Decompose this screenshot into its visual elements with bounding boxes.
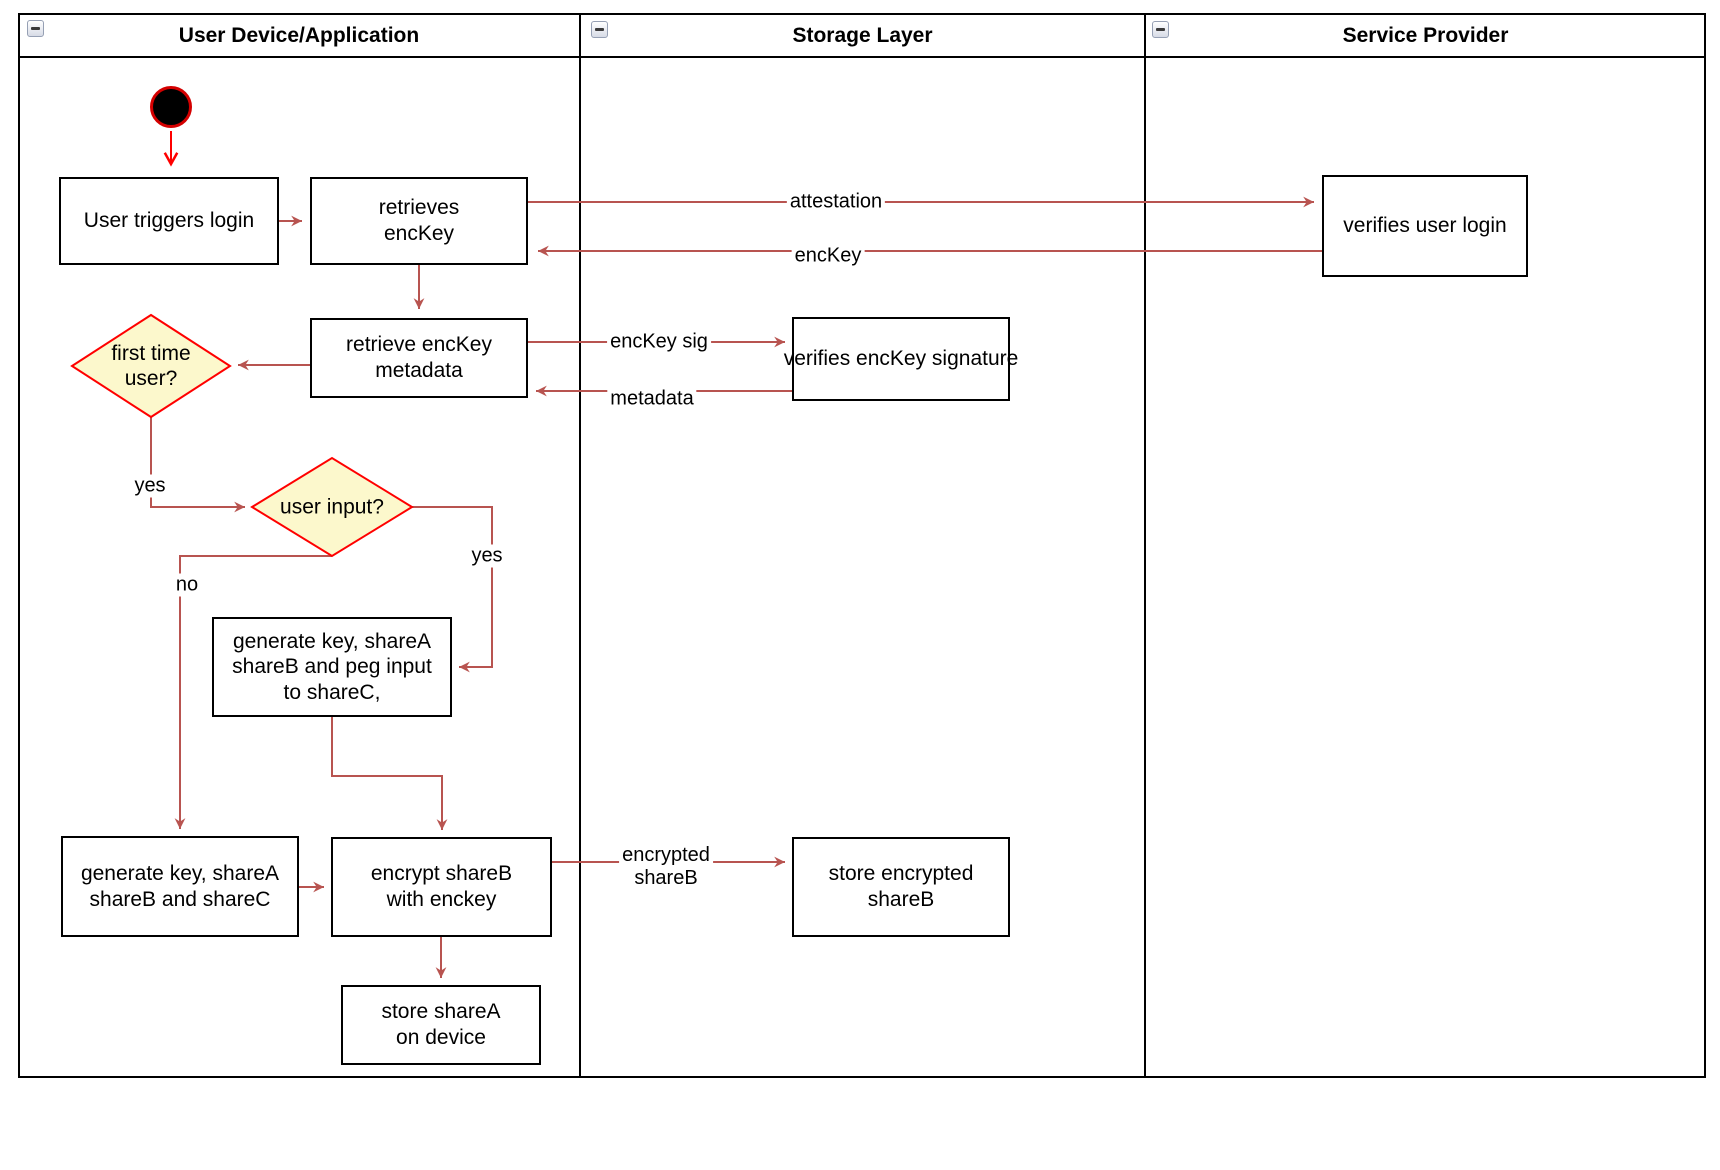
lane-title-text: User Device/Application [178, 23, 420, 47]
collapse-lane-icon[interactable] [591, 21, 608, 38]
node-verifies-enckey-signature[interactable]: verifies encKey signature [784, 317, 1018, 401]
start-state-circle[interactable] [150, 86, 192, 128]
edge-label-enckey-sig: encKey sig [607, 330, 711, 354]
minus-glyph [1156, 28, 1165, 31]
node-user-triggers-login[interactable]: User triggers login [59, 177, 279, 265]
edge-label-encrypted-shareb: encrypted shareB [619, 844, 713, 890]
node-retrieves-enckey[interactable]: retrieves encKey [310, 177, 528, 265]
lane-header-storage-layer[interactable]: Storage Layer [580, 13, 1145, 58]
edge-label-yes-first-time: yes [131, 474, 169, 498]
node-generate-key-peg-input[interactable]: generate key, shareA shareB and peg inpu… [212, 617, 452, 717]
lane-divider-1 [579, 13, 581, 1078]
collapse-lane-icon[interactable] [1152, 21, 1169, 38]
edge-label-enckey: encKey [791, 244, 865, 268]
minus-glyph [595, 28, 604, 31]
collapse-lane-icon[interactable] [27, 20, 44, 37]
node-store-encrypted-shareb[interactable]: store encrypted shareB [792, 837, 1010, 937]
lane-header-user-device[interactable]: User Device/Application [18, 13, 580, 58]
node-retrieve-enckey-metadata[interactable]: retrieve encKey metadata [310, 318, 528, 398]
node-generate-key-abc[interactable]: generate key, shareA shareB and shareC [61, 836, 299, 937]
decision-label-first-time-user: first time user? [111, 341, 191, 390]
edge-label-attestation: attestation [786, 190, 886, 214]
minus-glyph [31, 27, 40, 30]
lane-divider-2 [1144, 13, 1146, 1078]
pool-border [18, 13, 1706, 1078]
edge-label-no-user-input: no [172, 573, 202, 597]
header-divider [18, 56, 1706, 58]
lane-title-text: Storage Layer [792, 23, 933, 47]
lane-title-text: Service Provider [1342, 23, 1509, 47]
node-store-sharea[interactable]: store shareA on device [341, 985, 541, 1065]
edge-label-metadata: metadata [607, 387, 697, 411]
edge-label-yes-user-input: yes [468, 544, 506, 568]
node-verifies-user-login[interactable]: verifies user login [1322, 175, 1528, 277]
node-encrypt-shareb[interactable]: encrypt shareB with enckey [331, 837, 552, 937]
lane-header-service-provider[interactable]: Service Provider [1145, 13, 1706, 58]
decision-label-user-input: user input? [280, 495, 384, 519]
